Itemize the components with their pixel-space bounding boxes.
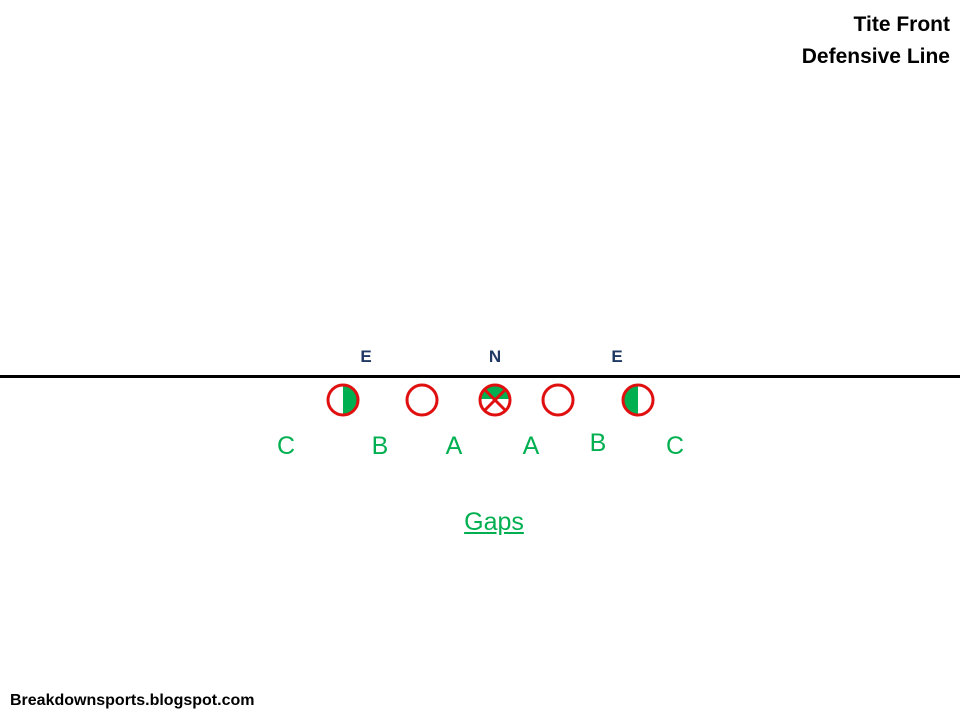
position-label-right-end: E bbox=[611, 347, 623, 366]
gap-label-left-a: A bbox=[445, 432, 463, 460]
title-line-1: Tite Front bbox=[853, 13, 950, 36]
gap-label-right-c: C bbox=[665, 432, 685, 460]
position-label-nose: N bbox=[488, 347, 502, 366]
gap-label-right-a: A bbox=[522, 432, 540, 460]
right-tackle-circle-icon bbox=[621, 383, 655, 417]
footer-site-credit: Breakdownsports.blogspot.com bbox=[10, 692, 255, 709]
title-line-2: Defensive Line bbox=[801, 45, 950, 68]
right-guard-circle-icon bbox=[541, 383, 575, 417]
line-of-scrimmage bbox=[0, 375, 960, 378]
left-guard-circle-icon bbox=[405, 383, 439, 417]
left-tackle-circle-icon bbox=[326, 383, 360, 417]
gaps-title: Gaps bbox=[464, 508, 524, 536]
center-x-circle-icon bbox=[478, 383, 512, 417]
gap-label-left-c: C bbox=[276, 432, 296, 460]
gap-label-left-b: B bbox=[371, 432, 389, 460]
gap-label-right-b: B bbox=[589, 429, 607, 457]
position-label-left-end: E bbox=[360, 347, 372, 366]
